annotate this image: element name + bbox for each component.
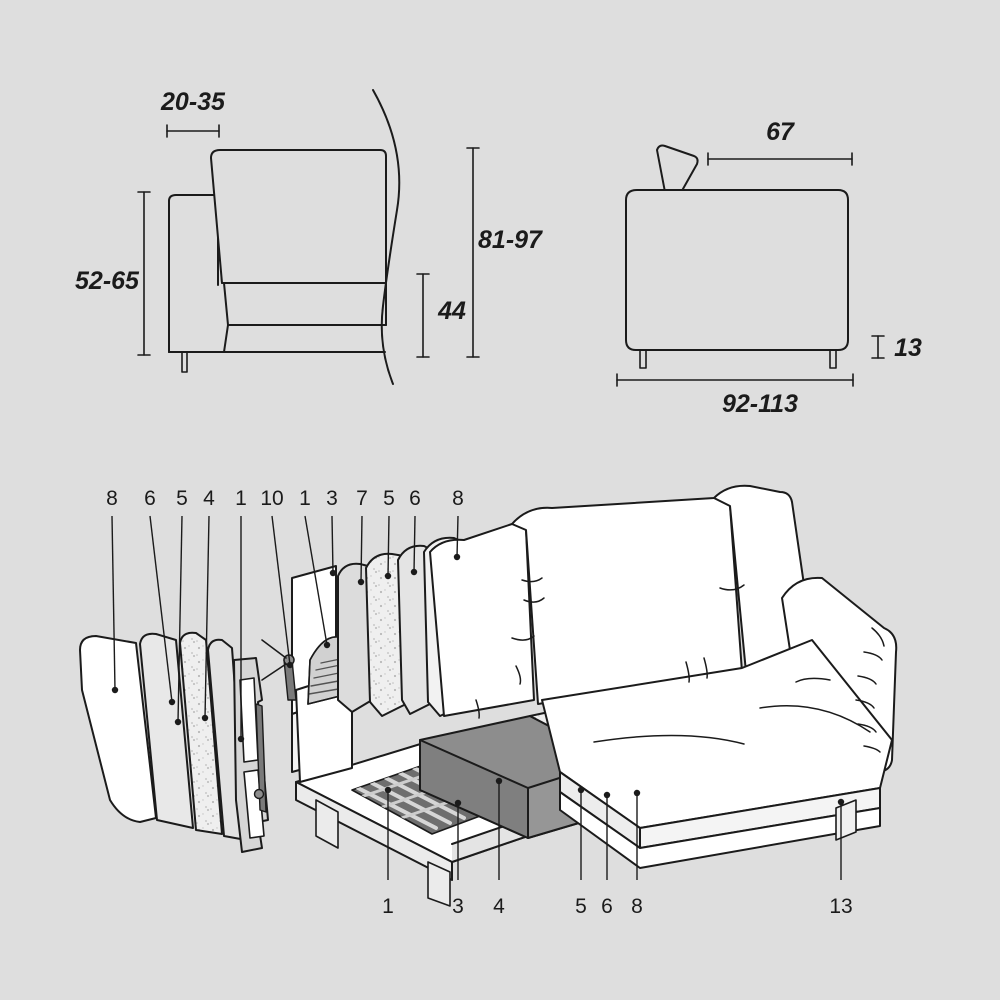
callout-dot-top-7 [329,569,337,577]
callout-number-bottom-6: 13 [829,895,852,918]
callout-leader-top-8 [360,515,363,583]
callout-number-top-1: 6 [144,487,156,510]
callout-number-top-5: 10 [260,487,283,510]
callout-dot-top-0 [111,686,119,694]
callout-leader-top-3 [204,515,210,719]
callout-leader-top-9 [387,515,390,577]
callout-number-bottom-4: 6 [601,895,613,918]
callout-dot-bottom-1 [454,799,462,807]
side-view-dimensions [137,124,480,358]
callout-number-top-11: 8 [452,487,464,510]
callout-dot-bottom-6 [837,798,845,806]
callout-dot-top-2 [174,718,182,726]
dim-arm-width-label: 20-35 [160,88,226,116]
sofa-main-body [429,484,898,869]
callout-number-bottom-1: 3 [452,895,464,918]
callout-number-top-4: 1 [235,487,247,510]
callout-dot-top-1 [168,698,176,706]
front-elevation-drawing [625,144,849,369]
callout-number-bottom-5: 8 [631,895,643,918]
callout-dot-top-6 [323,641,331,649]
callout-leader-top-10 [413,515,416,573]
callout-number-top-6: 1 [299,487,311,510]
dimension-text-layer: 20-35 52-65 81-97 44 67 13 92-113 [75,88,922,418]
callout-dot-bottom-2 [495,777,503,785]
callout-number-top-10: 6 [409,487,421,510]
callout-number-top-3: 4 [203,487,215,510]
exploded-side-panel-stack [79,631,269,853]
callout-dot-top-11 [453,553,461,561]
callout-dot-bottom-4 [603,791,611,799]
callout-dot-top-5 [286,661,294,669]
callout-dot-top-9 [384,572,392,580]
callout-leader-top-0 [111,515,116,691]
callout-number-top-7: 3 [326,487,338,510]
callout-number-bottom-3: 5 [575,895,587,918]
callout-leader-layer [111,515,842,880]
dim-total-width-label: 92-113 [722,390,798,418]
callout-number-bottom-2: 4 [493,895,505,918]
callout-dot-bottom-3 [577,786,585,794]
side-elevation-drawing [168,89,401,385]
callout-dot-top-8 [357,578,365,586]
callout-leader-top-7 [331,515,334,574]
front-view-dimensions [616,152,885,387]
dim-seat-depth-label: 52-65 [75,267,140,295]
callout-number-top-0: 8 [106,487,118,510]
callout-dot-bottom-0 [384,786,392,794]
callout-dot-top-3 [201,714,209,722]
callout-number-top-9: 5 [383,487,395,510]
callout-leader-top-11 [456,515,459,558]
callout-leader-top-1 [149,515,173,703]
callout-number-top-2: 5 [176,487,188,510]
callout-number-bottom-0: 1 [382,895,394,918]
dim-leg-height-label: 13 [894,334,922,362]
dim-inner-width-label: 67 [766,118,795,146]
callout-dot-bottom-5 [633,789,641,797]
callout-leader-top-2 [177,515,183,723]
callout-dot-layer [111,553,845,807]
callout-number-top-8: 7 [356,487,368,510]
dim-seat-height-label: 44 [437,297,466,325]
callout-leader-top-5 [271,515,291,666]
callout-dot-top-4 [237,735,245,743]
callout-leader-top-6 [304,515,328,646]
dim-total-height-label: 81-97 [478,226,543,254]
callout-dot-top-10 [410,568,418,576]
